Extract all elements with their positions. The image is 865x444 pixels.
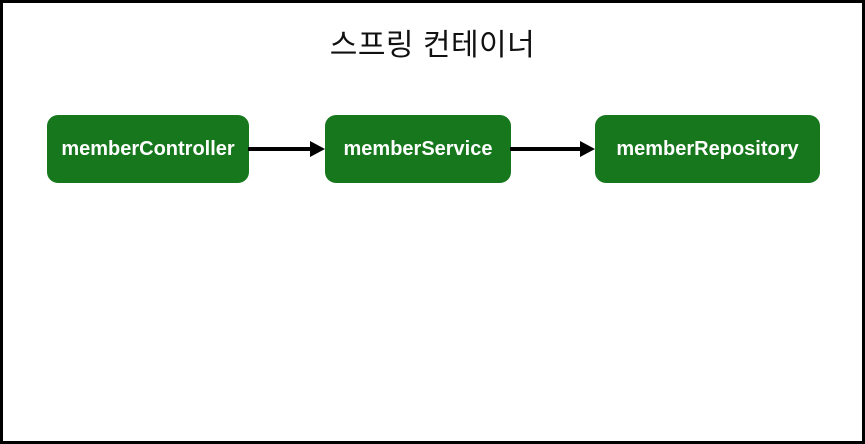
arrow-shaft [248,147,310,151]
node-member-repository: memberRepository [595,115,820,183]
node-member-controller-label: memberController [61,137,235,160]
node-member-service-label: memberService [343,137,493,160]
arrow-service-to-repository-icon [510,141,595,157]
arrow-head-icon [310,141,325,157]
node-member-controller: memberController [47,115,249,183]
arrow-shaft [510,147,580,151]
arrow-head-icon [580,141,595,157]
arrow-controller-to-service-icon [248,141,325,157]
diagram-title: 스프링 컨테이너 [329,29,536,62]
node-member-service: memberService [325,115,511,183]
node-member-repository-label: memberRepository [616,137,799,160]
